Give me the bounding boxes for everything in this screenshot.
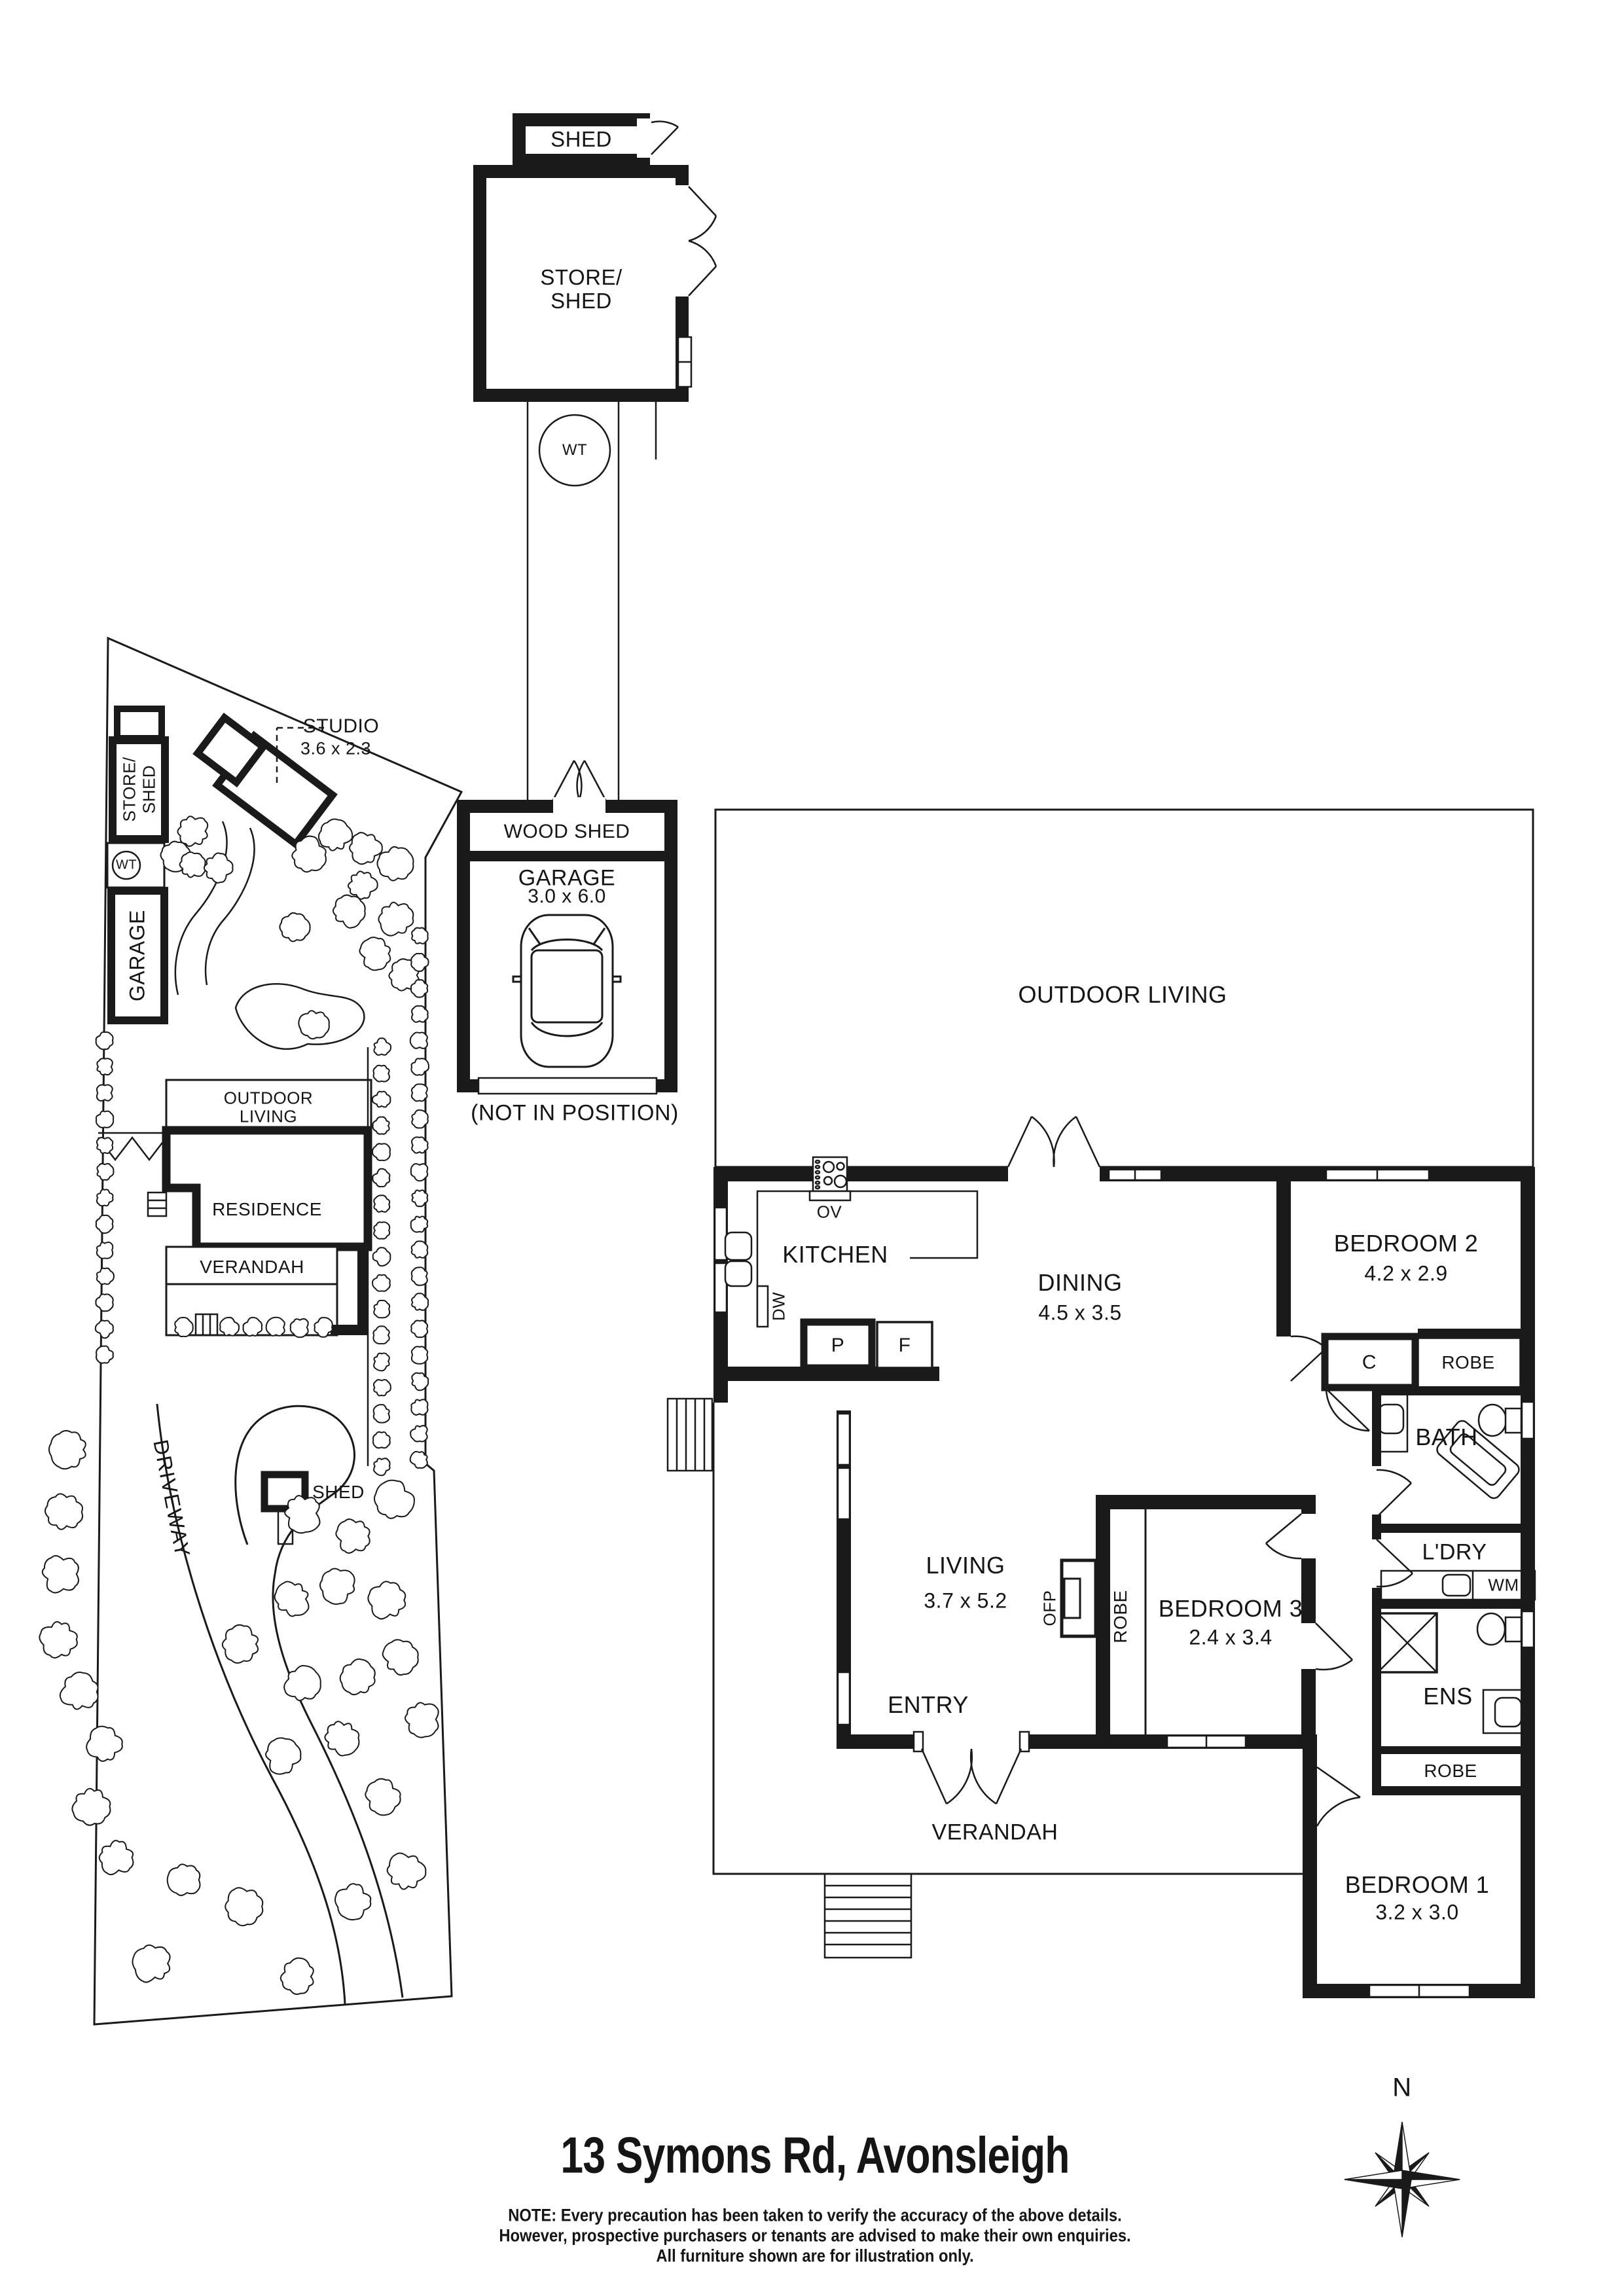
verandah-steps [823,1873,912,1959]
robe-bedroom3-label: ROBE [1110,1590,1130,1643]
kitchen-sink-icon [724,1231,753,1287]
wm-label: WM [1488,1575,1519,1595]
garage-label: GARAGE [518,865,616,891]
car-icon [512,914,622,1068]
note-line-3: All furniture shown are for illustration… [656,2246,974,2266]
living-label: LIVING [926,1552,1005,1579]
trees [39,816,439,1996]
bedroom2-dims: 4.2 x 2.9 [1364,1261,1448,1285]
fridge-label: F [898,1335,911,1356]
living-dims: 3.7 x 5.2 [924,1588,1007,1613]
outdoor-living-label: OUTDOOR LIVING [1018,981,1227,1008]
dining-label: DINING [1038,1269,1123,1296]
garage-building [457,797,677,1095]
verandah-label: VERANDAH [931,1820,1058,1845]
site-store-shed-label-2: SHED [139,764,159,814]
site-garage-label: GARAGE [125,910,149,1001]
site-shed-label: SHED [312,1482,365,1502]
cooktop-icon [812,1156,848,1193]
site-plan [93,636,463,2026]
pantry-box [800,1318,876,1372]
bedroom3-dims: 2.4 x 3.4 [1189,1625,1272,1649]
residence-label: RESIDENCE [212,1199,322,1219]
ofp-label: OFP [1039,1590,1060,1626]
studio-label: STUDIO [302,715,380,737]
top-shed-building [473,113,717,800]
top-store-shed-label-2: SHED [550,289,612,313]
closet-label: C [1362,1352,1377,1373]
site-store-shed-label-1: STORE/ [119,757,139,822]
entry-label: ENTRY [888,1691,969,1718]
garage-dims: 3.0 x 6.0 [528,886,606,907]
studio-dims: 3.6 x 2.3 [300,738,372,759]
compass-rose [1344,2121,1460,2238]
compass-north-label: N [1392,2073,1412,2102]
bath-fixtures [1373,1391,1523,1499]
laundry-label: L'DRY [1422,1539,1487,1565]
dishwasher-label: DW [768,1291,789,1321]
note-line-2: However, prospective purchasers or tenan… [499,2225,1131,2246]
bedroom2-label: BEDROOM 2 [1333,1230,1479,1257]
ens-fixtures [1377,1612,1533,1734]
house-plan [666,808,1536,1998]
bedroom1-dims: 3.2 x 3.0 [1375,1900,1459,1924]
ens-label: ENS [1423,1683,1473,1710]
fridge-box [876,1321,933,1369]
pantry-label: P [831,1335,845,1356]
water-tank-label: WT [562,441,588,459]
site-outdoor-living-2: LIVING [239,1106,298,1126]
side-steps [666,1397,713,1472]
kitchen-label: KITCHEN [782,1241,888,1268]
top-shed-label: SHED [550,127,612,151]
oven-bench [808,1190,852,1202]
bedroom3-label: BEDROOM 3 [1158,1595,1303,1622]
dishwasher [756,1285,769,1328]
site-outdoor-living-1: OUTDOOR [223,1088,314,1108]
top-store-shed-label-1: STORE/ [540,265,623,289]
fireplace-icon [1060,1558,1098,1638]
kitchen-counter [756,1190,979,1327]
bedroom1-label: BEDROOM 1 [1344,1871,1490,1898]
laundry-fixtures [1380,1570,1536,1601]
not-in-position-label: (NOT IN POSITION) [471,1100,679,1126]
page-title: 13 Symons Rd, Avonsleigh [560,2126,1070,2184]
site-wt-label: WT [115,857,137,872]
robe-hall-label: ROBE [1424,1761,1477,1781]
note-line-1: NOTE: Every precaution has been taken to… [508,2205,1122,2225]
wood-shed-label: WOOD SHED [503,821,630,842]
oven-label: OV [816,1202,842,1222]
bath-label: BATH [1415,1424,1478,1450]
robe-bedroom2-label: ROBE [1441,1352,1495,1372]
dining-dims: 4.5 x 3.5 [1038,1300,1122,1325]
site-verandah-label: VERANDAH [200,1257,304,1277]
